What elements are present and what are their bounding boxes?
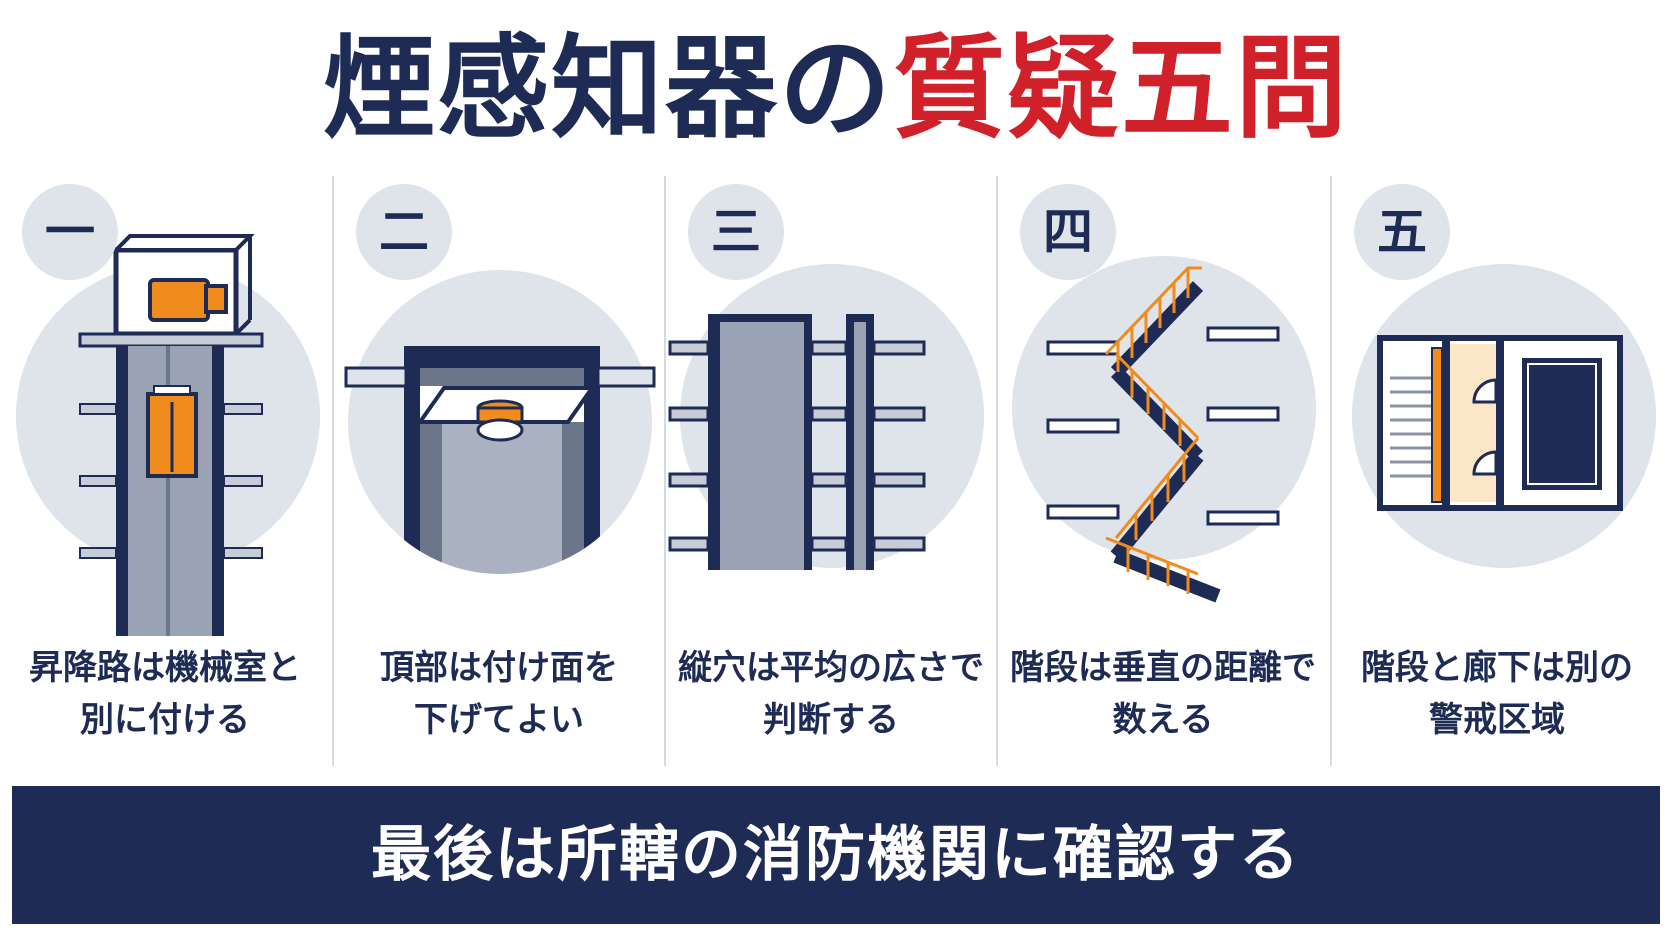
footer-banner: 最後は所轄の消防機関に確認する bbox=[12, 786, 1660, 924]
panel-vertical-shafts: 三 縦穴は平均の広さで 判断する bbox=[666, 176, 996, 766]
number-badge: 四 bbox=[1020, 184, 1116, 280]
caption-line: 数える bbox=[1112, 700, 1214, 740]
panel-staircase: 四 階段は垂直の距離で 数える bbox=[998, 176, 1328, 766]
floor-plan-illustration bbox=[1352, 264, 1656, 568]
panel-caption: 階段と廊下は別の 警戒区域 bbox=[1332, 642, 1662, 746]
staircase-illustration bbox=[1012, 256, 1316, 603]
panel-divider bbox=[996, 176, 998, 766]
caption-line: 階段は垂直の距離で bbox=[1010, 648, 1316, 688]
number-badge: 三 bbox=[688, 184, 784, 280]
panel-ceiling-detector: 二 頂部は付け面を 下げてよい bbox=[334, 176, 664, 766]
number-badge: 一 bbox=[22, 184, 118, 280]
number-badge: 五 bbox=[1354, 184, 1450, 280]
caption-line: 昇降路は機械室と bbox=[29, 648, 301, 688]
caption-line: 警戒区域 bbox=[1429, 700, 1565, 740]
vertical-shafts-illustration bbox=[668, 264, 984, 570]
panel-divider bbox=[1330, 176, 1332, 766]
caption-line: 判断する bbox=[763, 700, 899, 740]
panel-elevator-shaft: 一 昇降路は機械室と 別に付ける bbox=[0, 176, 330, 766]
panel-caption: 昇降路は機械室と 別に付ける bbox=[0, 642, 330, 746]
panel-caption: 縦穴は平均の広さで 判断する bbox=[666, 642, 996, 746]
caption-line: 頂部は付け面を bbox=[380, 648, 618, 688]
panel-caption: 階段は垂直の距離で 数える bbox=[998, 642, 1328, 746]
title-part-navy: 煙感知器の bbox=[323, 24, 893, 154]
caption-line: 縦穴は平均の広さで bbox=[678, 648, 984, 688]
number-badge: 二 bbox=[356, 184, 452, 280]
elevator-shaft-illustration bbox=[16, 234, 320, 636]
panel-divider bbox=[332, 176, 334, 766]
ceiling-detector-illustration bbox=[344, 270, 656, 574]
main-title: 煙感知器の質疑五問 bbox=[0, 24, 1672, 154]
caption-line: 下げてよい bbox=[414, 700, 584, 740]
panel-caption: 頂部は付け面を 下げてよい bbox=[334, 642, 664, 746]
panel-floor-plan: 五 階段と廊下は別の 警戒区域 bbox=[1332, 176, 1662, 766]
caption-line: 別に付ける bbox=[80, 700, 250, 740]
panel-divider bbox=[664, 176, 666, 766]
title-part-red: 質疑五問 bbox=[893, 24, 1349, 154]
caption-line: 階段と廊下は別の bbox=[1361, 648, 1633, 688]
